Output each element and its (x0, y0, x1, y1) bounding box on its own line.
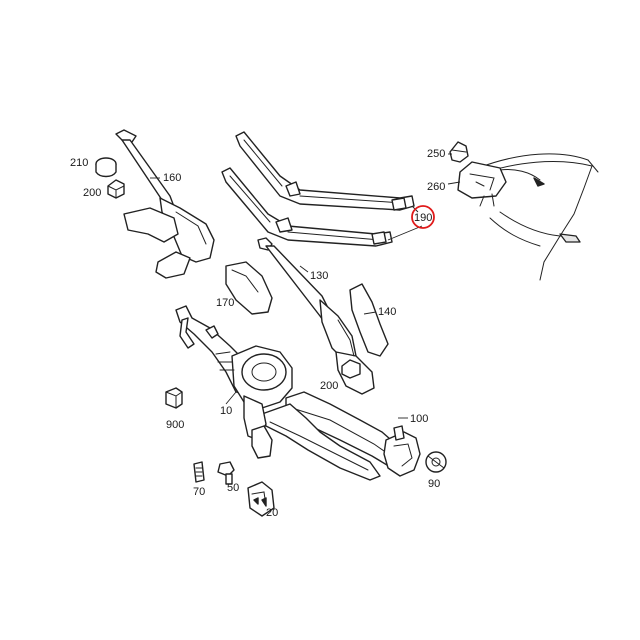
wiper-blade-lower (221, 167, 393, 247)
arm-cover-left (123, 207, 191, 279)
cap-210 (95, 157, 117, 178)
callout-170: 170 (216, 297, 234, 309)
wiper-linkage-frame (175, 305, 421, 481)
callout-100: 100 (410, 413, 428, 425)
wiper-motor-10 (215, 345, 293, 459)
highlight-ring-190 (411, 205, 435, 229)
callout-190: 190 (414, 212, 432, 224)
grommet-90 (425, 451, 447, 473)
callout-900: 900 (166, 419, 184, 431)
nut-200-right (341, 359, 361, 379)
callout-10: 10 (220, 405, 232, 417)
wiper-arm-left-160 (115, 129, 215, 263)
callout-260: 260 (427, 181, 445, 193)
clip-900 (165, 387, 183, 409)
bracket-20 (247, 481, 275, 517)
nozzle-bracket-260 (457, 161, 507, 207)
bolt-50 (217, 461, 235, 485)
callout-250: 250 (427, 148, 445, 160)
callout-200-right: 200 (320, 380, 338, 392)
callout-50: 50 (227, 482, 239, 494)
arm-cover-140 (349, 283, 389, 357)
callout-200-left: 200 (83, 187, 101, 199)
callout-130: 130 (310, 270, 328, 282)
nut-200-left (107, 179, 125, 199)
callout-20: 20 (266, 507, 278, 519)
callout-labels: 210 200 160 250 260 190 130 170 140 200 … (70, 148, 445, 519)
washer-nozzle-250 (449, 141, 469, 163)
cover-170 (225, 261, 273, 315)
wiper-blade-upper (235, 131, 415, 211)
callout-210: 210 (70, 157, 88, 169)
callout-140: 140 (378, 306, 396, 318)
callout-70: 70 (193, 486, 205, 498)
callout-160: 160 (163, 172, 181, 184)
bolt-70 (193, 461, 205, 483)
callout-90: 90 (428, 478, 440, 490)
